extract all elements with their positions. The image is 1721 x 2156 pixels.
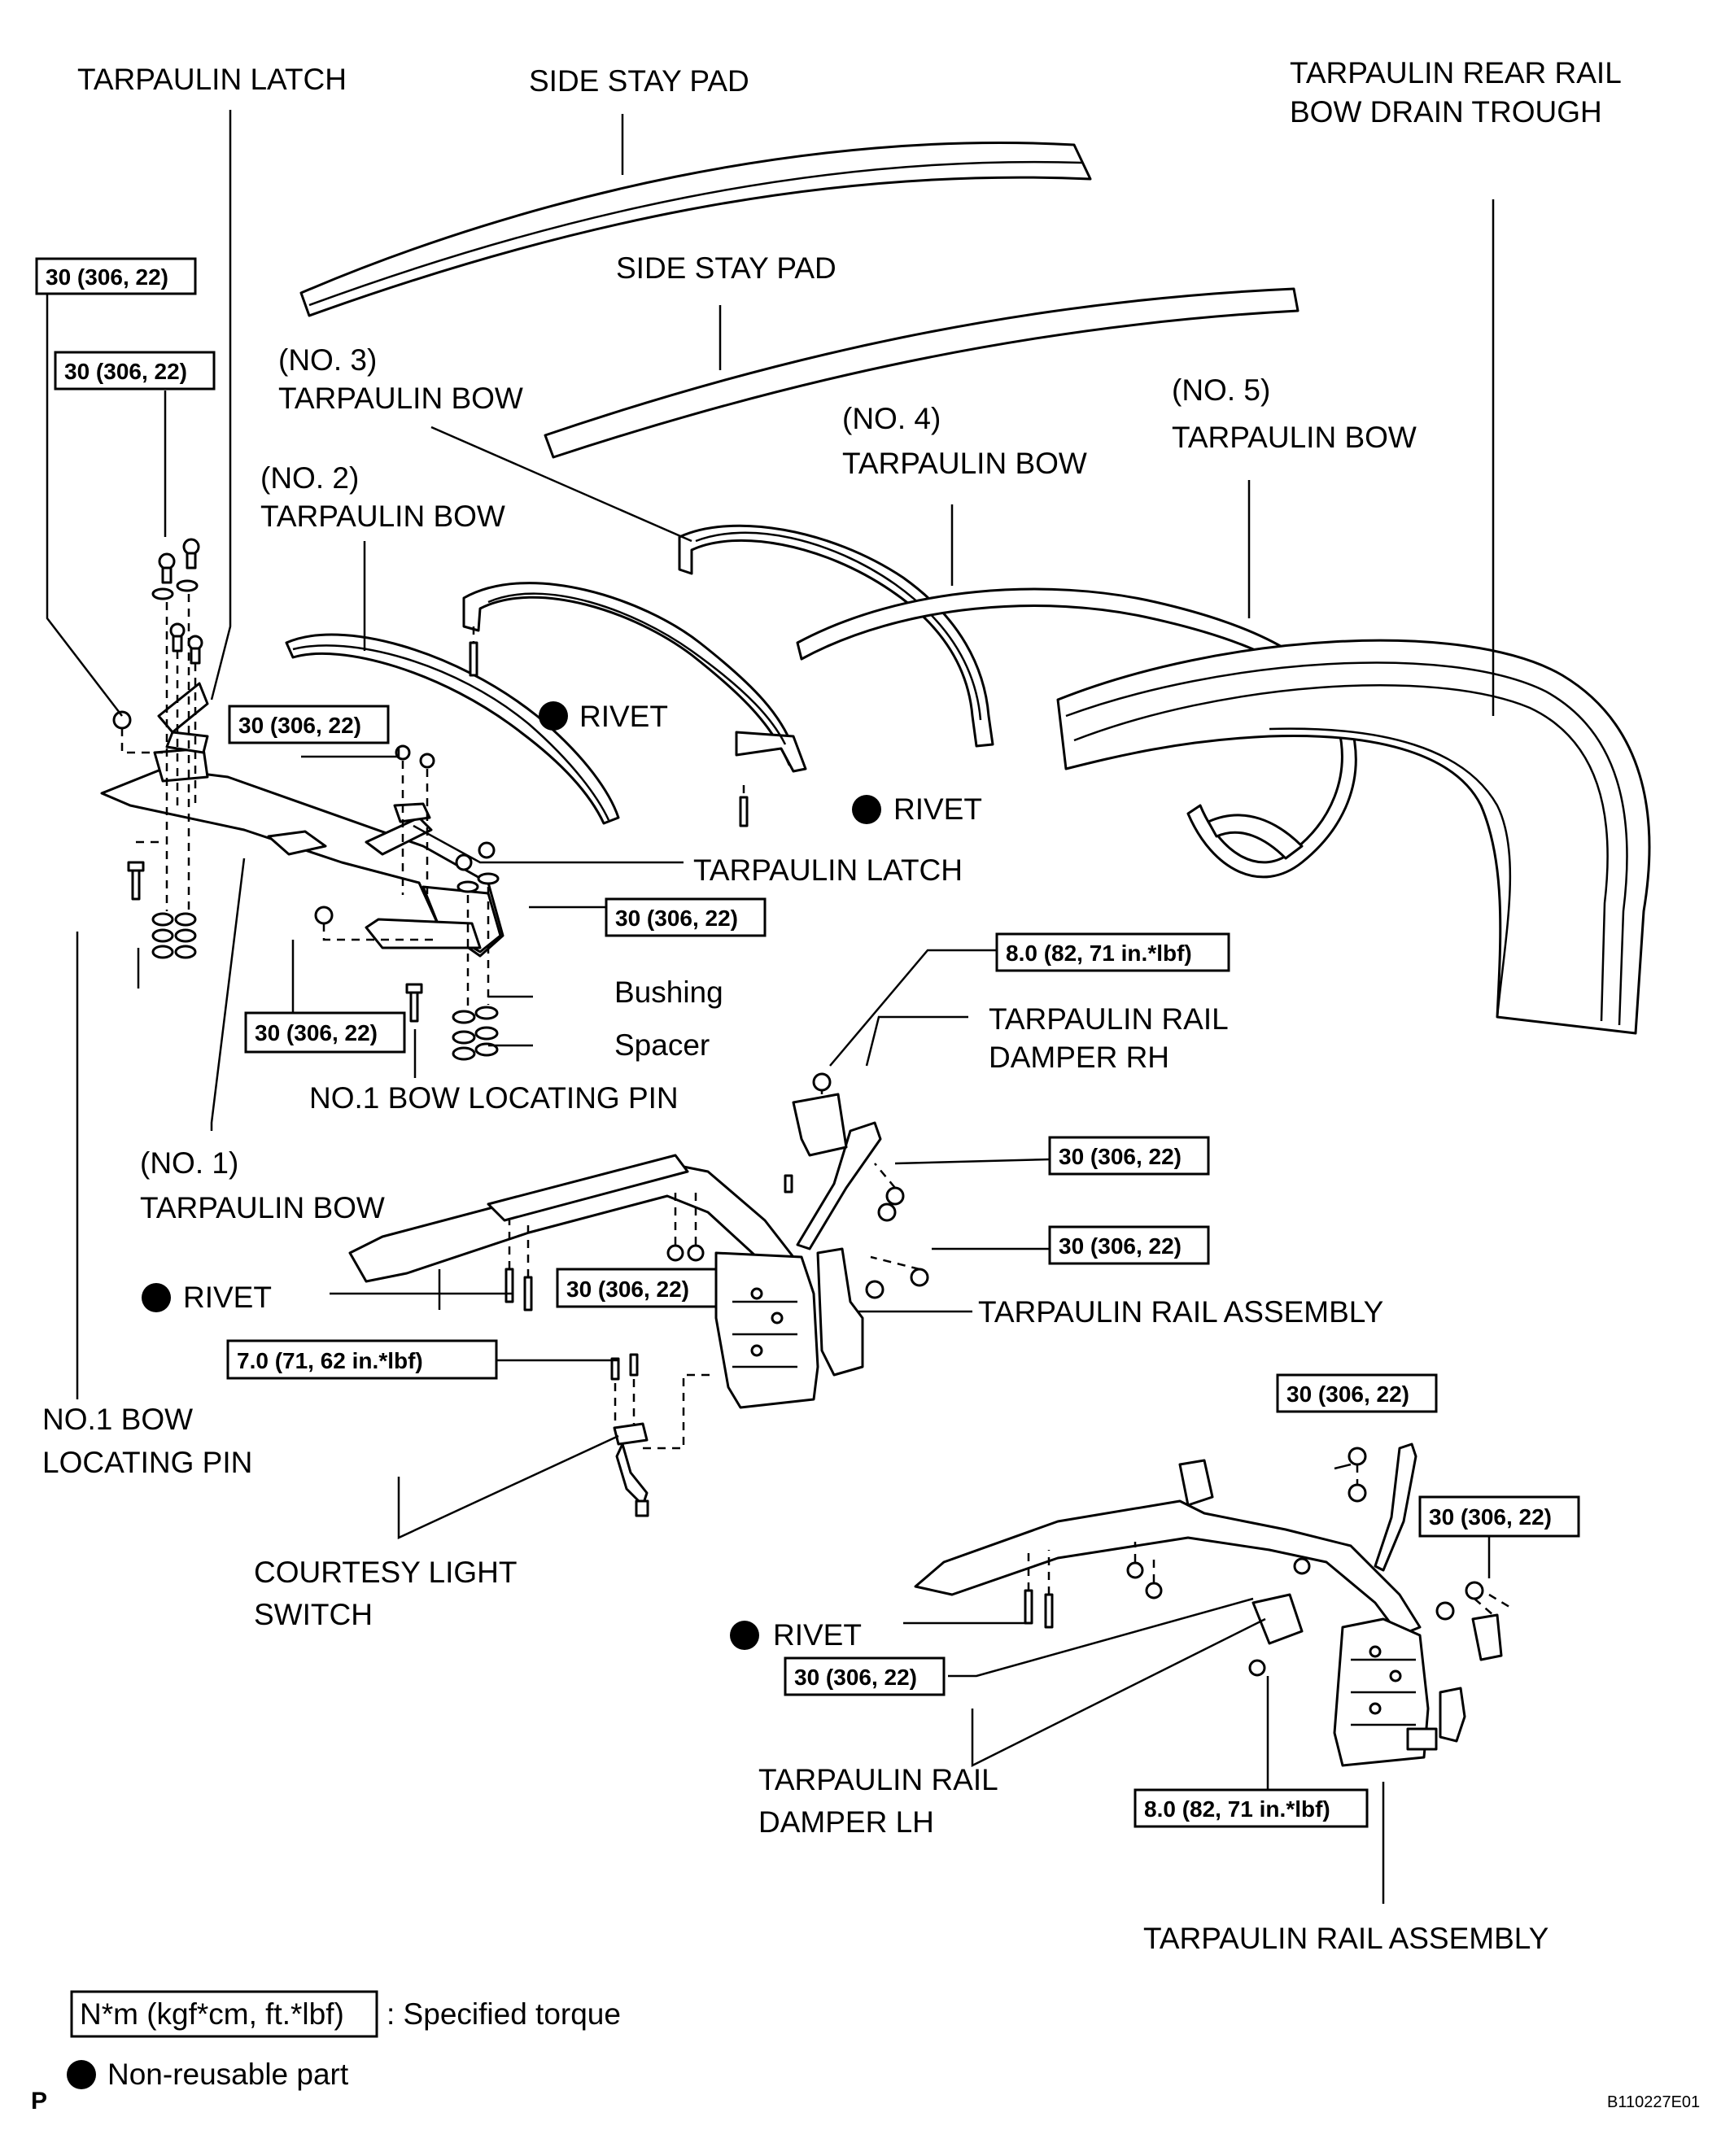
torque-box-13: 30 (306, 22) xyxy=(794,1665,917,1690)
label-no1-pin-mid: NO.1 BOW LOCATING PIN xyxy=(309,1081,679,1115)
label-bow1-line2: TARPAULIN BOW xyxy=(140,1191,385,1224)
label-rail-assembly-1: TARPAULIN RAIL ASSEMBLY xyxy=(978,1295,1383,1329)
corner-mark: P xyxy=(31,2088,47,2115)
torque-box-1: 30 (306, 22) xyxy=(46,264,168,290)
label-rear-rail-line2: BOW DRAIN TROUGH xyxy=(1290,95,1602,129)
legend-nonreusable-desc: Non-reusable part xyxy=(107,2058,349,2091)
legend-torque-desc: : Specified torque xyxy=(387,1997,621,2031)
alignment-lines-upper xyxy=(120,594,745,1009)
label-rivet-4: RIVET xyxy=(773,1618,862,1652)
nonreusable-dot-2 xyxy=(852,795,881,824)
torque-box-5: 30 (306, 22) xyxy=(255,1020,378,1045)
label-side-stay-pad-1: SIDE STAY PAD xyxy=(529,64,749,98)
part-labels: TARPAULIN LATCH SIDE STAY PAD TARPAULIN … xyxy=(42,56,1622,1955)
label-bushing: Bushing xyxy=(614,975,723,1009)
courtesy-light-switch xyxy=(610,1353,716,1517)
side-stay-pad-upper xyxy=(299,141,1092,317)
label-bow5-line1: (NO. 5) xyxy=(1172,373,1270,407)
tarpaulin-bow-no4 xyxy=(678,524,994,748)
label-damper-lh-line2: DAMPER LH xyxy=(758,1805,934,1839)
label-rivet-3: RIVET xyxy=(183,1281,272,1314)
torque-box-10: 7.0 (71, 62 in.*lbf) xyxy=(237,1348,423,1373)
label-bow2-line2: TARPAULIN BOW xyxy=(260,500,505,533)
torque-box-4: 30 (306, 22) xyxy=(615,906,738,931)
label-rear-rail-line1: TARPAULIN REAR RAIL xyxy=(1290,56,1622,89)
tarpaulin-rail-assembly-lh xyxy=(914,1442,1510,1767)
rear-rail-bow-drain-trough xyxy=(1056,639,1651,1035)
torque-box-2: 30 (306, 22) xyxy=(64,359,187,384)
nonreusable-dot-3 xyxy=(142,1283,171,1312)
label-bow4-line1: (NO. 4) xyxy=(842,402,941,435)
side-stay-pad-lower xyxy=(544,287,1299,459)
torque-specs: 30 (306, 22) 30 (306, 22) 30 (306, 22) 3… xyxy=(35,257,1580,1828)
torque-box-7: 30 (306, 22) xyxy=(1059,1144,1182,1169)
torque-box-3: 30 (306, 22) xyxy=(238,713,361,738)
tarpaulin-bow-no5 xyxy=(796,587,1357,879)
torque-box-11: 30 (306, 22) xyxy=(1286,1381,1409,1407)
legend-nonreusable-dot xyxy=(67,2060,96,2089)
label-bow3-line1: (NO. 3) xyxy=(278,343,377,377)
label-tarpaulin-latch-top: TARPAULIN LATCH xyxy=(77,63,347,96)
label-side-stay-pad-2: SIDE STAY PAD xyxy=(616,251,836,285)
tarpaulin-rail-assembly-rh xyxy=(348,1072,929,1409)
fasteners-center xyxy=(314,744,500,1061)
label-damper-lh-line1: TARPAULIN RAIL xyxy=(758,1763,998,1796)
torque-box-8: 30 (306, 22) xyxy=(1059,1233,1182,1259)
label-rivet-1: RIVET xyxy=(579,700,668,733)
label-courtesy-line1: COURTESY LIGHT xyxy=(254,1556,517,1589)
legend: N*m (kgf*cm, ft.*lbf) : Specified torque… xyxy=(31,1990,1700,2115)
label-courtesy-line2: SWITCH xyxy=(254,1598,373,1631)
nonreusable-dot-4 xyxy=(730,1621,759,1650)
label-bow5-line2: TARPAULIN BOW xyxy=(1172,421,1417,454)
figure-code: B110227E01 xyxy=(1607,2093,1700,2111)
label-rivet-2: RIVET xyxy=(893,792,982,826)
label-spacer: Spacer xyxy=(614,1028,710,1062)
label-no1-pin-left-line1: NO.1 BOW xyxy=(42,1403,193,1436)
label-bow3-line2: TARPAULIN BOW xyxy=(278,382,523,415)
label-bow1-line1: (NO. 1) xyxy=(140,1146,238,1180)
torque-box-14: 8.0 (82, 71 in.*lbf) xyxy=(1144,1796,1330,1822)
torque-box-9: 30 (306, 22) xyxy=(566,1277,689,1302)
torque-box-12: 30 (306, 22) xyxy=(1429,1504,1552,1530)
label-damper-rh-line2: DAMPER RH xyxy=(989,1041,1169,1074)
label-tarpaulin-latch-mid: TARPAULIN LATCH xyxy=(693,853,963,887)
label-no1-pin-left-line2: LOCATING PIN xyxy=(42,1446,252,1479)
tarpaulin-bow-no3 xyxy=(462,582,807,773)
nonreusable-dot-1 xyxy=(539,701,568,731)
torque-box-6: 8.0 (82, 71 in.*lbf) xyxy=(1006,941,1192,966)
label-bow4-line2: TARPAULIN BOW xyxy=(842,447,1087,480)
label-bow2-line1: (NO. 2) xyxy=(260,461,359,495)
label-rail-assembly-2: TARPAULIN RAIL ASSEMBLY xyxy=(1143,1922,1548,1955)
label-damper-rh-line1: TARPAULIN RAIL xyxy=(989,1002,1229,1036)
legend-torque-box: N*m (kgf*cm, ft.*lbf) xyxy=(80,1997,344,2031)
fasteners-left xyxy=(112,538,203,959)
